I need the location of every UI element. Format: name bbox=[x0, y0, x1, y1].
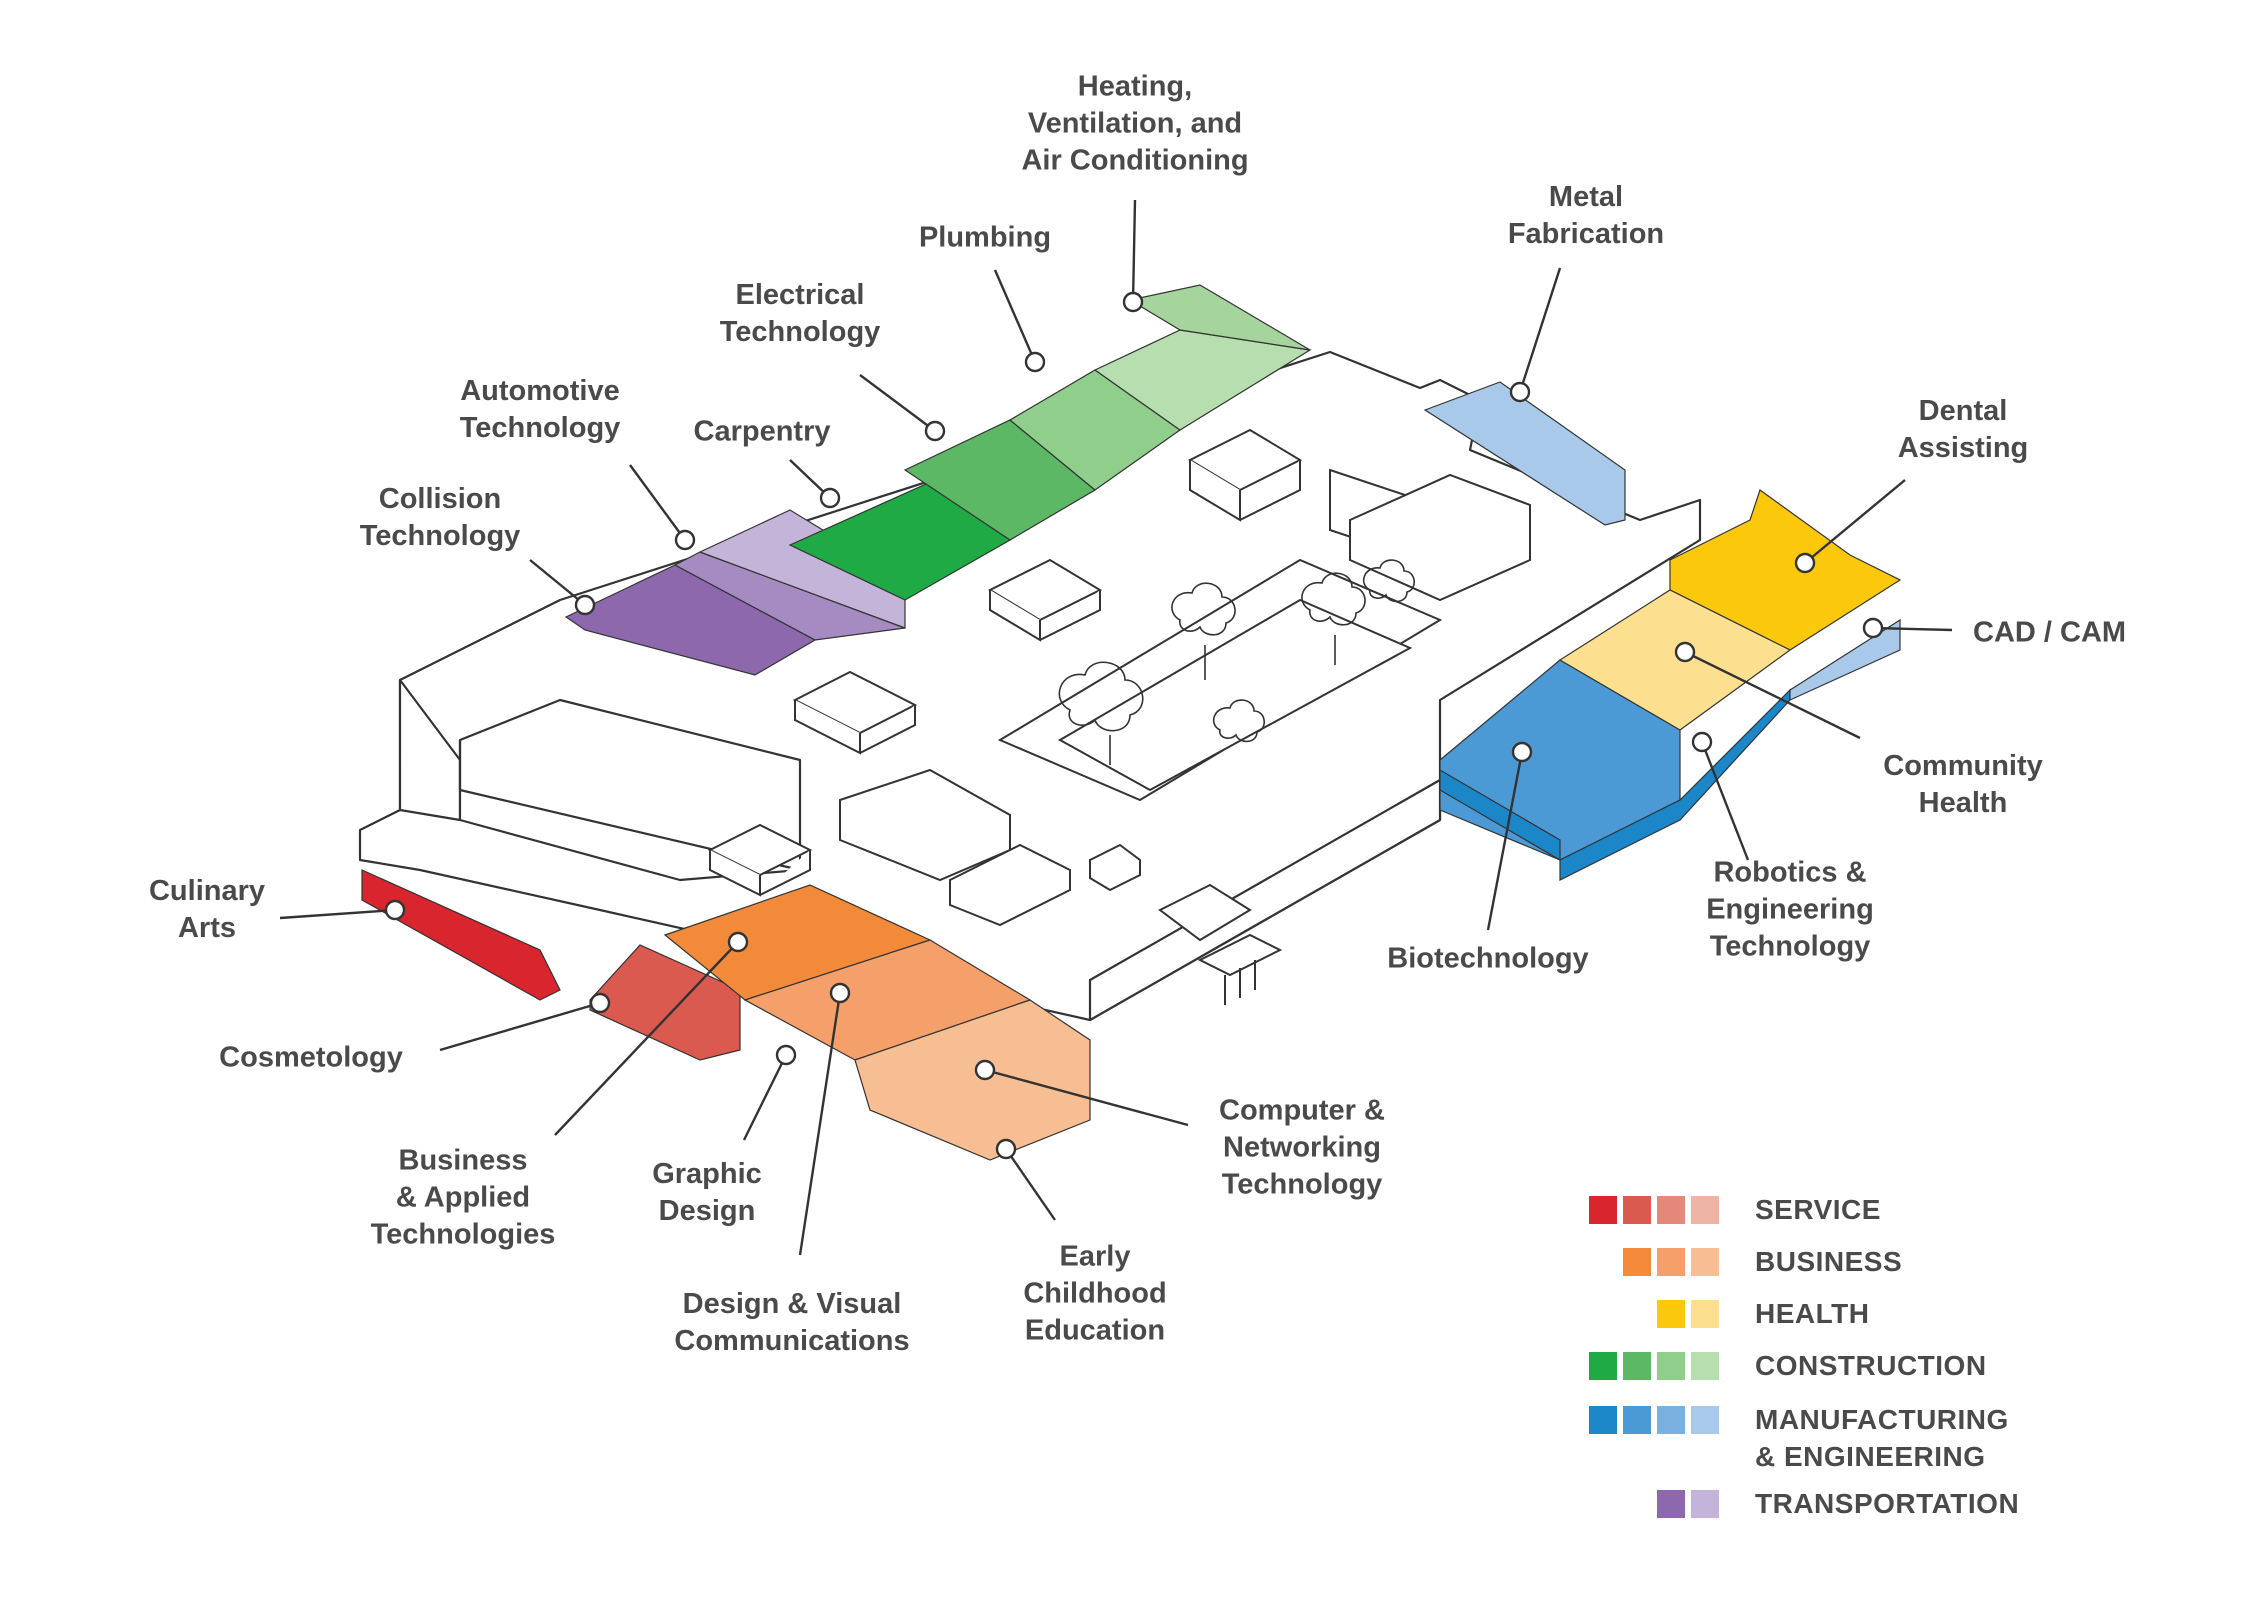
legend-swatch bbox=[1657, 1300, 1685, 1328]
legend-label: SERVICE bbox=[1755, 1194, 1881, 1225]
legend-label: TRANSPORTATION bbox=[1755, 1488, 2020, 1519]
legend-swatch bbox=[1691, 1196, 1719, 1224]
legend-swatch bbox=[1691, 1490, 1719, 1518]
label-dental-assisting: Dental Assisting bbox=[1897, 395, 2029, 464]
legend-swatch bbox=[1589, 1196, 1617, 1224]
legend-swatch bbox=[1623, 1196, 1651, 1224]
construction-zone bbox=[788, 284, 1312, 601]
manufacturing-zone bbox=[1423, 381, 1901, 881]
legend-swatch bbox=[1623, 1406, 1651, 1434]
service-zone bbox=[361, 869, 741, 1061]
legend-label: HEALTH bbox=[1755, 1298, 1870, 1329]
label-computer-networking: Computer & Networking Technology bbox=[1219, 1094, 1385, 1201]
label-community-health: Community Health bbox=[1883, 750, 2043, 819]
roof-boxes bbox=[707, 428, 1303, 1005]
legend-swatch bbox=[1589, 1406, 1617, 1434]
legend-label: BUSINESS bbox=[1755, 1246, 1903, 1277]
legend-swatch bbox=[1691, 1406, 1719, 1434]
label-automotive-technology: Automotive Technology bbox=[459, 375, 621, 444]
legend-swatch bbox=[1623, 1248, 1651, 1276]
legend-swatch bbox=[1691, 1248, 1719, 1276]
label-electrical-technology: Electrical Technology bbox=[719, 279, 881, 348]
business-zone bbox=[663, 884, 1091, 1161]
label-cosmetology: Cosmetology bbox=[219, 1041, 403, 1074]
legend-swatch bbox=[1657, 1196, 1685, 1224]
transportation-zone bbox=[564, 509, 906, 676]
health-zone bbox=[1558, 489, 1902, 731]
label-heating: Heating, Ventilation, and Air Conditioni… bbox=[1021, 70, 1249, 177]
label-design-visual: Design & Visual Communications bbox=[674, 1288, 910, 1357]
label-cad-cam: CAD / CAM bbox=[1973, 616, 2127, 649]
label-culinary-arts: Culinary Arts bbox=[148, 875, 266, 944]
label-plumbing: Plumbing bbox=[918, 221, 1052, 254]
legend-swatch bbox=[1691, 1300, 1719, 1328]
legend-swatch bbox=[1589, 1352, 1617, 1380]
label-metal-fabrication: Metal Fabrication bbox=[1507, 181, 1665, 250]
legend-swatch bbox=[1657, 1490, 1685, 1518]
label-graphic-design: Graphic Design bbox=[652, 1158, 762, 1227]
label-early-childhood: Early Childhood Education bbox=[1023, 1240, 1167, 1347]
legend-swatch bbox=[1657, 1406, 1685, 1434]
label-collision-technology: Collision Technology bbox=[359, 483, 521, 552]
leader-lines bbox=[279, 199, 1953, 1256]
label-carpentry: Carpentry bbox=[693, 415, 831, 448]
tree-icons bbox=[1058, 559, 1415, 765]
label-robotics: Robotics & Engineering Technology bbox=[1706, 856, 1874, 963]
legend-swatch bbox=[1657, 1352, 1685, 1380]
label-business-applied: Business & Applied Technologies bbox=[370, 1144, 556, 1251]
legend-label: MANUFACTURING & ENGINEERING bbox=[1755, 1404, 2009, 1472]
legend-swatch bbox=[1657, 1248, 1685, 1276]
legend-label: CONSTRUCTION bbox=[1755, 1350, 1987, 1381]
legend-swatch bbox=[1691, 1352, 1719, 1380]
legend-swatch bbox=[1623, 1352, 1651, 1380]
label-biotechnology: Biotechnology bbox=[1387, 942, 1589, 975]
